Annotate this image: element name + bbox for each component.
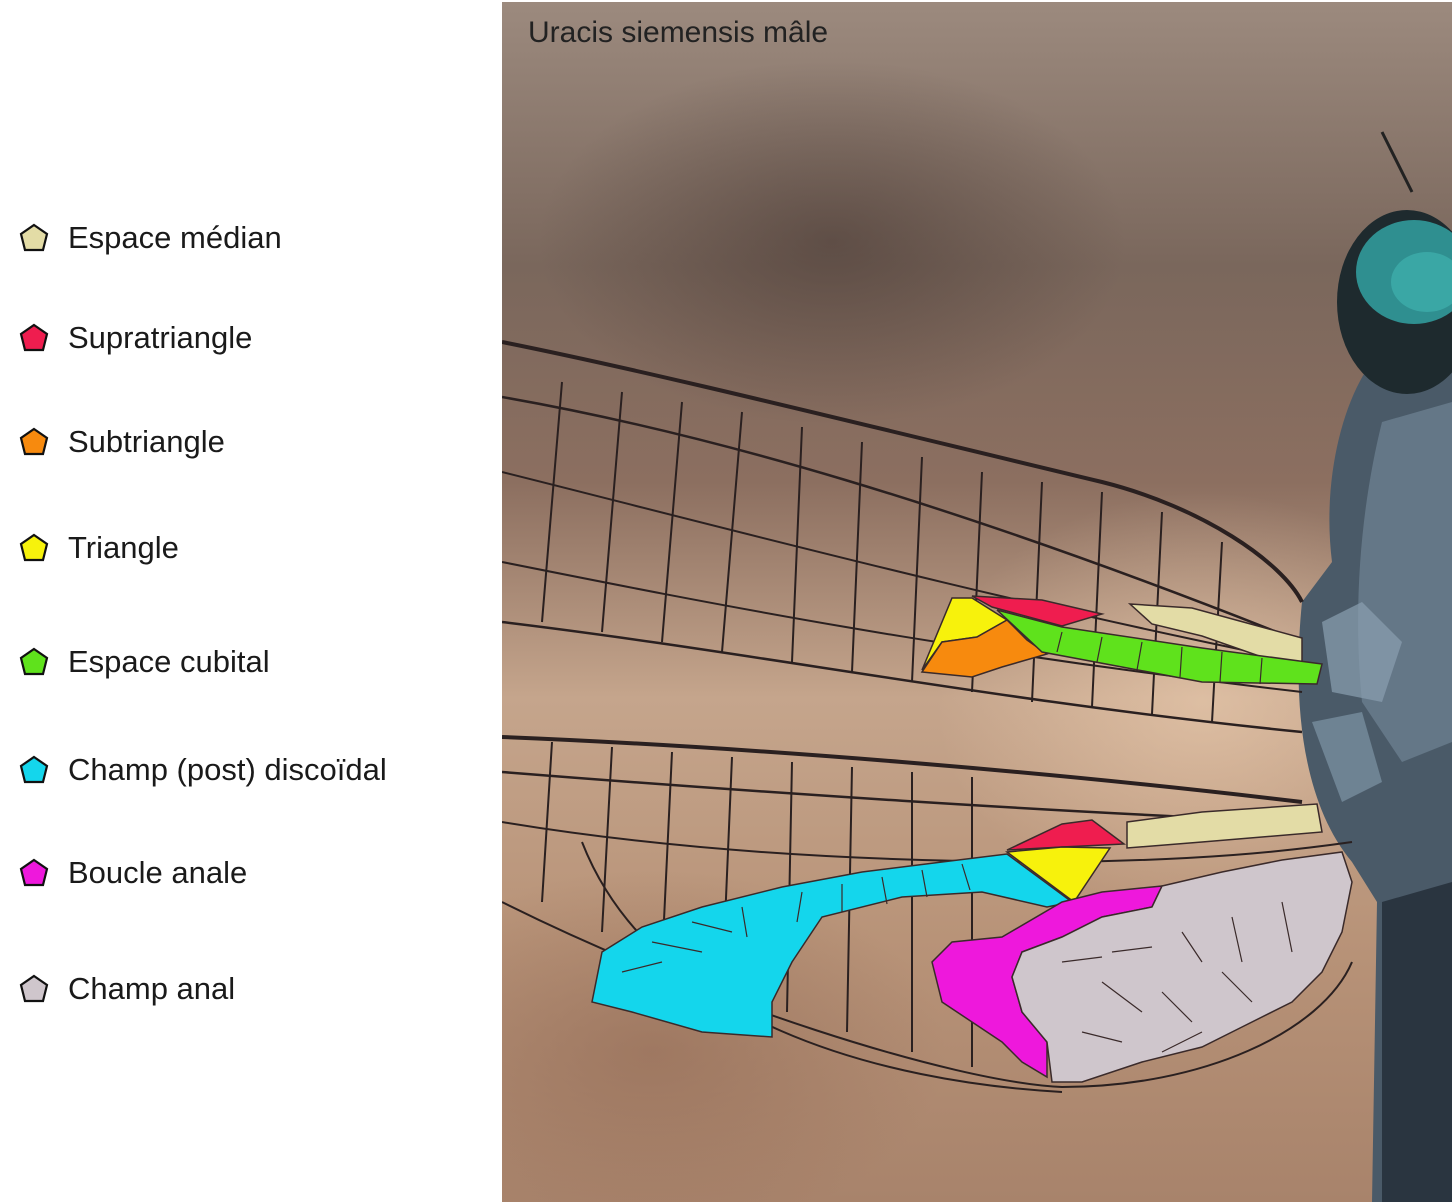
pentagon-icon [19, 223, 49, 252]
legend-label: Espace cubital [68, 644, 270, 679]
forewing-supratriangle [971, 595, 1105, 627]
legend-label: Champ (post) discoïdal [68, 752, 387, 787]
dragonfly-wing-photo: Uracis siemensis mâle [502, 2, 1452, 1202]
hindwing-triangle [1004, 846, 1112, 904]
pentagon-icon [19, 647, 49, 676]
pentagon-icon [19, 533, 49, 562]
species-title: Uracis siemensis mâle [528, 16, 829, 49]
hindwing-supratriangle [1006, 819, 1127, 851]
forewing-subtriangle [920, 619, 1049, 678]
legend-item-champ-anal: Champ anal [18, 969, 235, 1009]
hindwing-champ-anal [1011, 851, 1353, 1083]
pentagon-icon [19, 755, 49, 784]
forewing-cells [920, 595, 1323, 685]
pentagon-icon [19, 427, 49, 456]
hindwing-cells [591, 803, 1353, 1083]
pentagon-icon [19, 323, 49, 352]
legend-label: Triangle [68, 530, 179, 565]
legend: Espace médian Supratriangle Subtriangle … [0, 0, 500, 1204]
cell-veins [621, 631, 1293, 1053]
forewing-espace-cubital [996, 609, 1323, 685]
legend-item-supratriangle: Supratriangle [18, 318, 252, 358]
legend-label: Subtriangle [68, 424, 225, 459]
pentagon-icon [19, 974, 49, 1003]
pentagon-icon [19, 858, 49, 887]
dragonfly-body [1298, 131, 1452, 1202]
hindwing-espace-median [1126, 803, 1323, 849]
legend-item-champ-discoidal: Champ (post) discoïdal [18, 750, 387, 790]
legend-item-subtriangle: Subtriangle [18, 422, 225, 462]
hindwing-champ-discoidal [591, 853, 1074, 1038]
legend-item-espace-cubital: Espace cubital [18, 642, 270, 682]
legend-item-boucle-anale: Boucle anale [18, 853, 247, 893]
legend-label: Boucle anale [68, 855, 248, 890]
legend-label: Supratriangle [68, 320, 253, 355]
legend-label: Espace médian [68, 220, 282, 255]
legend-label: Champ anal [68, 971, 236, 1006]
legend-item-triangle: Triangle [18, 528, 179, 568]
wing-illustration [502, 131, 1452, 1202]
legend-item-espace-median: Espace médian [18, 218, 282, 258]
